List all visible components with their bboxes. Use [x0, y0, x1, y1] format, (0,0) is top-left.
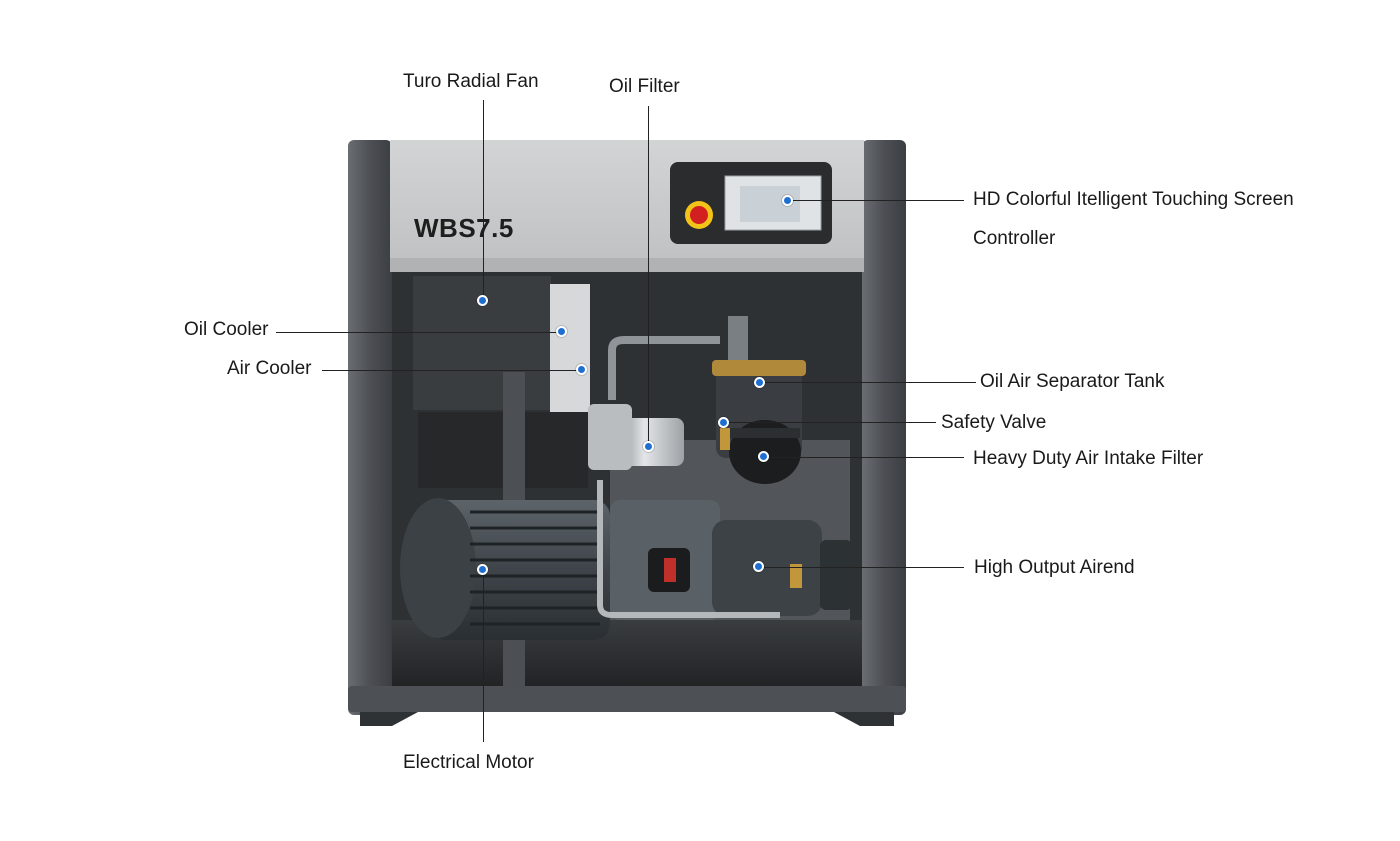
right-frame-post — [862, 140, 906, 715]
leader-controller — [788, 200, 964, 201]
airend-body — [712, 520, 822, 616]
intake-filter-band — [730, 428, 800, 438]
oil-filter-head — [588, 404, 632, 470]
marker-motor — [477, 564, 488, 575]
label-oil-cooler: Oil Cooler — [184, 319, 269, 340]
safety-valve-fitting — [720, 428, 730, 450]
label-controller-line2: Controller — [973, 228, 1056, 249]
marker-oil-filter — [643, 441, 654, 452]
leader-turbo-fan — [483, 100, 484, 300]
model-name: WBS7.5 — [414, 213, 514, 243]
airend-fitting — [790, 564, 802, 588]
marker-airend — [753, 561, 764, 572]
label-airend: High Output Airend — [974, 557, 1135, 578]
coupling-spider — [664, 558, 676, 582]
separator-valve — [728, 316, 748, 360]
left-frame-post — [348, 140, 392, 715]
oil-pipe-lower — [597, 480, 780, 618]
cooler-side-panel — [550, 284, 590, 424]
marker-separator-tank — [754, 377, 765, 388]
label-oil-filter: Oil Filter — [609, 76, 680, 97]
label-air-cooler: Air Cooler — [227, 358, 312, 379]
leader-oil-filter — [648, 106, 649, 448]
label-safety-valve: Safety Valve — [941, 412, 1047, 433]
label-turbo-fan: Turo Radial Fan — [403, 71, 539, 92]
emergency-stop-center — [690, 206, 708, 224]
marker-oil-cooler — [556, 326, 567, 337]
leader-separator-tank — [760, 382, 976, 383]
leader-oil-cooler — [276, 332, 562, 333]
base-rail — [348, 686, 906, 712]
leader-air-cooler — [322, 370, 582, 371]
panel-bottom-lip — [390, 258, 864, 272]
airend-flange — [820, 540, 852, 610]
leader-intake-filter — [764, 457, 964, 458]
label-separator-tank: Oil Air Separator Tank — [980, 371, 1165, 392]
oil-pipe-upper — [608, 336, 720, 400]
leader-airend — [759, 567, 964, 568]
label-intake-filter: Heavy Duty Air Intake Filter — [973, 448, 1204, 469]
motor-fins — [470, 510, 600, 626]
motor-end-cap — [400, 498, 476, 638]
left-foot — [360, 712, 418, 726]
marker-intake-filter — [758, 451, 769, 462]
label-controller-line1: HD Colorful Itelligent Touching Screen — [973, 189, 1294, 210]
motor-body — [430, 500, 610, 640]
right-foot — [834, 712, 894, 726]
leader-motor — [483, 570, 484, 742]
label-motor: Electrical Motor — [403, 752, 534, 773]
marker-controller — [782, 195, 793, 206]
marker-air-cooler — [576, 364, 587, 375]
marker-turbo-fan — [477, 295, 488, 306]
marker-safety-valve — [718, 417, 729, 428]
separator-cap — [712, 360, 806, 376]
leader-safety-valve — [724, 422, 936, 423]
